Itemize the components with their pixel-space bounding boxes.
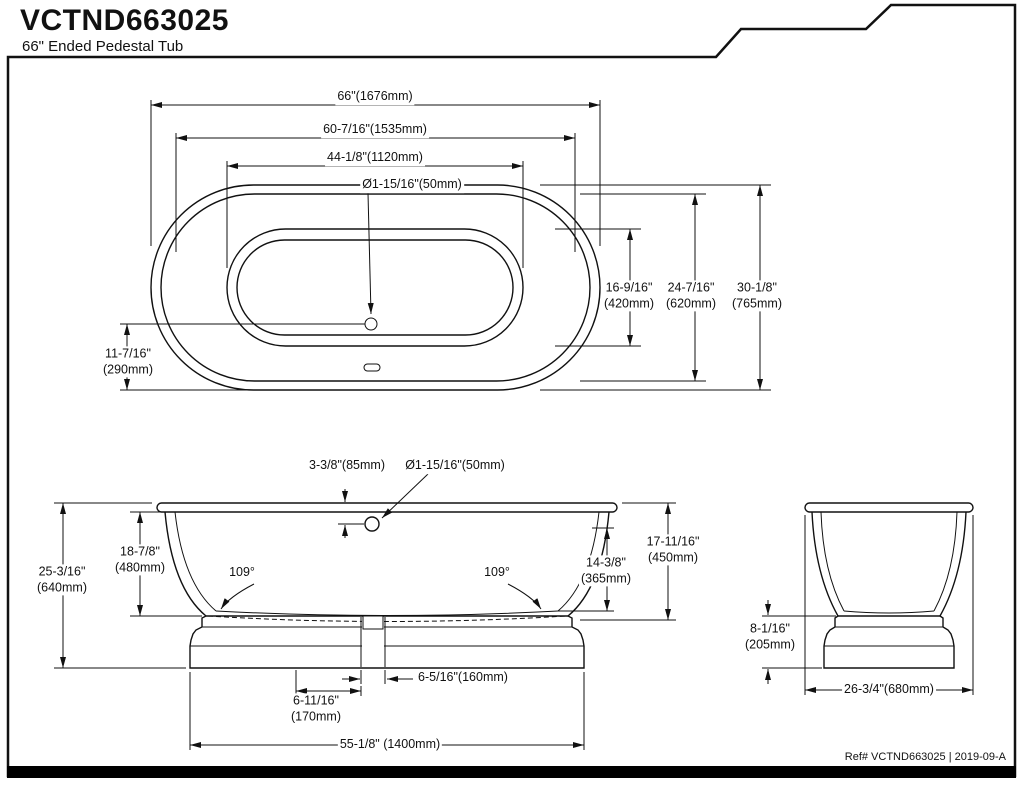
- dim-drain-cutout-offset: [295, 670, 362, 696]
- page-title: VCTND663025: [20, 4, 229, 37]
- rim-profile-end: [804, 502, 974, 513]
- tub-outer-rim: [150, 184, 601, 391]
- dim-label-drain-cutout-width: 6-5/16"(160mm): [416, 670, 510, 686]
- dim-label-rim-to-plinth: 17-11/16" (450mm): [644, 534, 702, 566]
- dim-label-height-overall: 25-3/16" (640mm): [34, 564, 90, 596]
- left-angle-arc: [220, 583, 255, 610]
- pedestal-base-end: [823, 615, 955, 669]
- top-view: [120, 100, 771, 391]
- tub-end-outline: [804, 502, 974, 669]
- overflow-leader: [381, 473, 429, 519]
- left-outer-wall: [164, 511, 207, 617]
- tub-plan-outline: [150, 184, 601, 391]
- right-outer-wall-end: [939, 511, 967, 617]
- dim-plinth-height: [762, 600, 836, 684]
- dim-label-interior-depth: 14-3/8" (365mm): [578, 555, 634, 587]
- tub-inner-rim: [160, 193, 591, 382]
- drain-leader: [367, 192, 374, 315]
- dim-label-rim-to-base: 18-7/8" (480mm): [112, 544, 168, 576]
- dim-label-length-overall: 66"(1676mm): [335, 89, 415, 105]
- dim-label-width-basin: 16-9/16" (420mm): [601, 280, 657, 312]
- dim-label-drain-diameter: Ø1-15/16"(50mm): [360, 177, 464, 193]
- dim-label-length-rim: 60-7/16"(1535mm): [321, 122, 429, 138]
- overflow-slot: [363, 363, 381, 372]
- dim-label-base-length: 55-1/8" (1400mm): [337, 737, 443, 753]
- dim-drain-cutout-width: [342, 670, 413, 684]
- rim-profile: [156, 502, 618, 513]
- basin-bottom-edge: [236, 239, 514, 336]
- bottom-black-bar: [7, 766, 1016, 778]
- page-subtitle: 66" Ended Pedestal Tub: [22, 38, 184, 55]
- drain-fitting: [362, 615, 384, 630]
- footer-reference: Ref# VCTND663025 | 2019-09-A: [844, 751, 1006, 763]
- dim-label-length-basin: 44-1/8"(1120mm): [325, 150, 425, 166]
- dim-length-rim: [175, 133, 576, 252]
- dim-overflow-drop: [338, 489, 364, 538]
- right-inner-wall-end: [933, 511, 958, 612]
- front-view: [54, 473, 676, 750]
- left-inner-wall-end: [820, 511, 845, 612]
- basin-top-edge: [226, 228, 524, 347]
- dim-label-plinth-height: 8-1/16" (205mm): [742, 621, 798, 653]
- dim-label-width-rim: 24-7/16" (620mm): [663, 280, 719, 312]
- interior-bottom-end: [843, 610, 935, 614]
- pedestal-base: [189, 615, 585, 669]
- drain-hole: [364, 317, 378, 331]
- dim-label-overflow-diameter: Ø1-15/16"(50mm): [403, 458, 507, 474]
- dim-label-drain-to-end: 11-7/16" (290mm): [100, 346, 156, 378]
- left-outer-wall-end: [811, 511, 839, 617]
- page-border: [6, 3, 1017, 778]
- dim-label-drain-cutout-offset: 6-11/16" (170mm): [288, 693, 344, 725]
- dim-label-end-width: 26-3/4"(680mm): [842, 682, 936, 698]
- dim-label-width-overall: 30-1/8" (765mm): [729, 280, 785, 312]
- tub-front-outline: [156, 502, 618, 669]
- dim-label-overflow-drop: 3-3/8"(85mm): [307, 458, 387, 474]
- angle-label-right: 109°: [482, 565, 512, 581]
- dim-length-basin: [226, 161, 524, 268]
- dim-length-overall: [150, 100, 601, 246]
- hidden-bottom-line: [207, 615, 567, 622]
- angle-label-left: 109°: [227, 565, 257, 581]
- overflow-hole: [364, 516, 380, 532]
- end-view: [762, 502, 974, 695]
- left-inner-wall: [174, 511, 217, 612]
- wall-angle-arcs: [220, 583, 542, 610]
- interior-bottom: [215, 610, 559, 616]
- right-angle-arc: [507, 583, 542, 610]
